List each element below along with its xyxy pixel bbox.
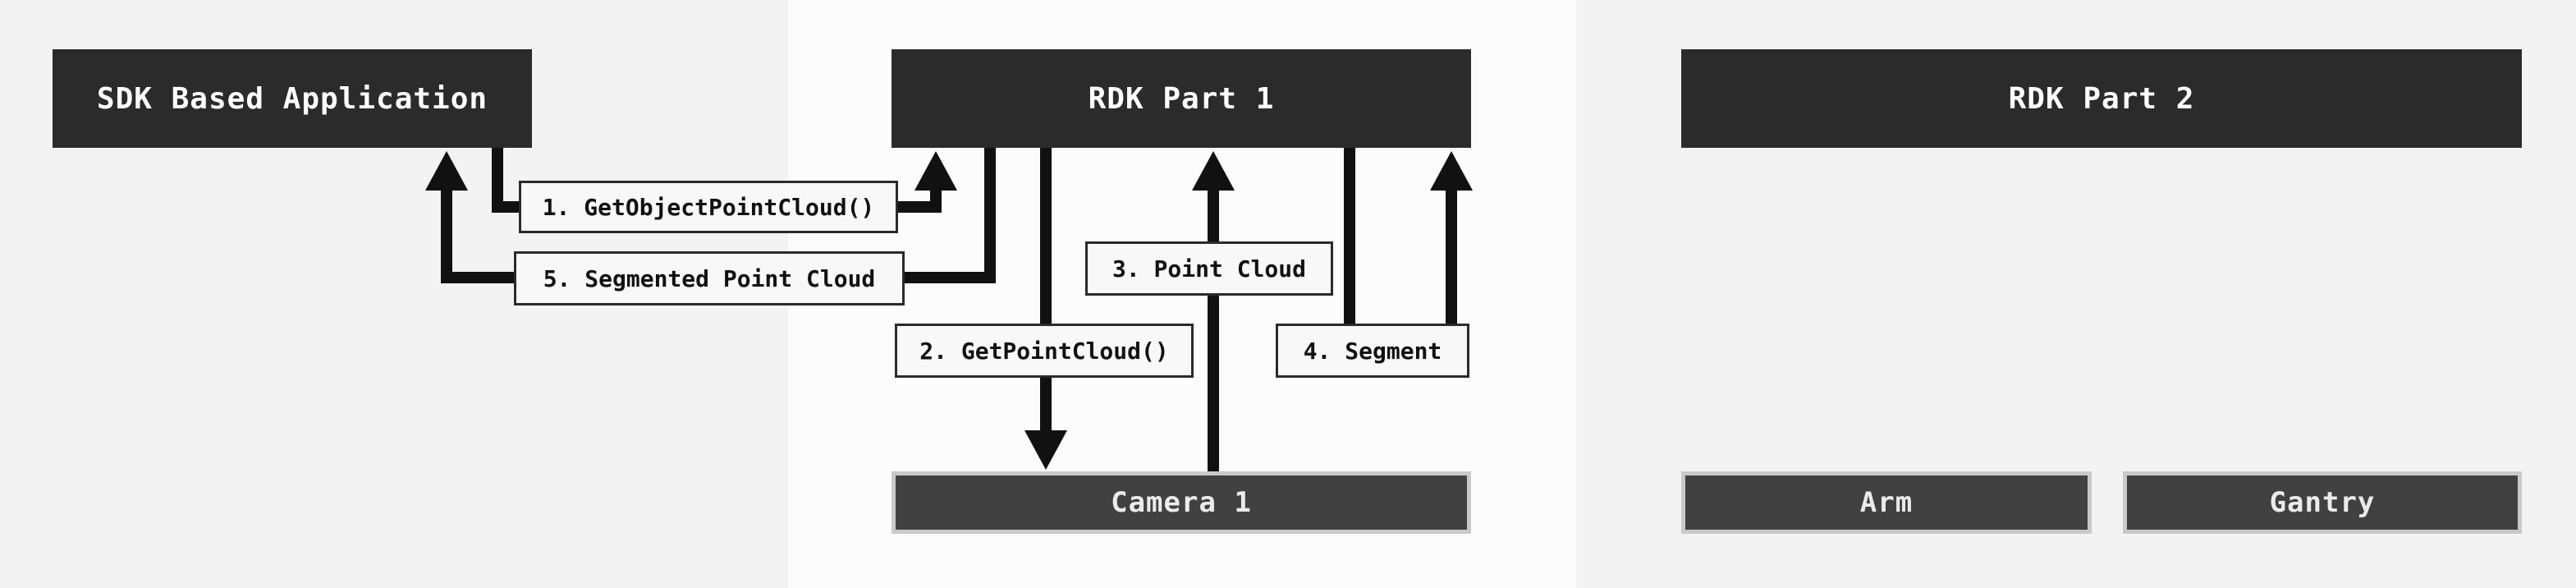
arrowhead-up-into-rdk1-from-camera <box>1192 151 1235 191</box>
arrow-get-point-cloud <box>1024 148 1067 470</box>
arrowhead-down-into-camera-1 <box>1024 430 1067 470</box>
arrowhead-up-into-rdk1-segment <box>1430 151 1473 191</box>
edge-label-4-segment: 4. Segment <box>1276 324 1469 378</box>
node-arm: Arm <box>1681 471 2092 534</box>
arrow-segment-loop <box>1344 148 1473 327</box>
node-sdk-based-application: SDK Based Application <box>53 49 532 148</box>
edge-label-5-segmented-point-cloud: 5. Segmented Point Cloud <box>514 251 905 305</box>
node-gantry: Gantry <box>2123 471 2522 534</box>
edge-label-3-point-cloud: 3. Point Cloud <box>1085 241 1333 296</box>
node-rdk-part-1: RDK Part 1 <box>892 49 1471 148</box>
node-rdk-part-2: RDK Part 2 <box>1681 49 2522 148</box>
arrowhead-up-into-sdk-app <box>425 151 468 191</box>
arrow-point-cloud <box>1192 151 1235 471</box>
node-camera-1: Camera 1 <box>892 471 1471 534</box>
edge-label-2-get-point-cloud: 2. GetPointCloud() <box>895 324 1194 378</box>
edge-label-1-get-object-point-cloud: 1. GetObjectPointCloud() <box>519 181 898 233</box>
arrowhead-up-into-rdk1 <box>914 151 957 191</box>
